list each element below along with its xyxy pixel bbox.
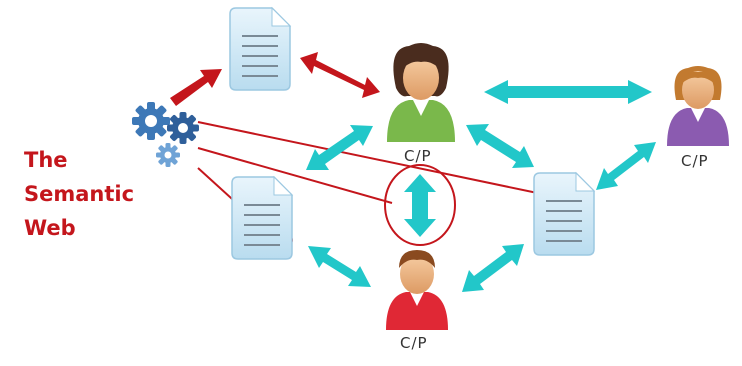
double-arrow-icon <box>466 124 534 168</box>
double-arrow-icon <box>308 246 371 287</box>
double-arrow-icon <box>404 174 436 237</box>
title-line-2: Semantic <box>24 182 135 206</box>
title-line-3: Web <box>24 216 76 240</box>
person-icon <box>387 43 455 142</box>
top-person-label: C/P <box>404 147 432 165</box>
semantic-link-to-right-document <box>197 121 548 196</box>
document-icon <box>229 6 292 91</box>
gears-icon <box>132 102 199 167</box>
double-arrow-icon <box>300 52 380 98</box>
person-icon <box>667 66 729 146</box>
double-arrow-icon <box>306 125 373 170</box>
double-arrow-icon <box>596 142 656 190</box>
document-icon <box>533 171 596 256</box>
person-icon <box>386 250 448 330</box>
right-person-label: C/P <box>681 152 709 170</box>
double-arrow-icon <box>462 244 524 292</box>
semantic-link-to-middle-arrow <box>197 147 393 204</box>
double-arrow-icon <box>484 80 652 104</box>
red-arrow-icon <box>170 69 222 106</box>
document-icon <box>231 175 294 260</box>
title-line-1: The <box>24 148 68 172</box>
annotation-circle-middle-arrow <box>384 164 456 246</box>
bottom-person-label: C/P <box>400 334 428 352</box>
